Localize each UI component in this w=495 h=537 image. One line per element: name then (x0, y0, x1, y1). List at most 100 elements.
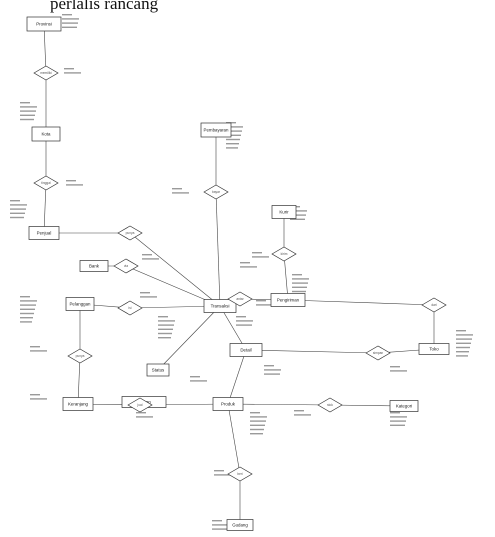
relationship-line (215, 191, 221, 307)
entity-box (62, 397, 94, 411)
attribute-text (250, 420, 266, 422)
attribute-text (264, 369, 281, 371)
relation-label: punya (126, 231, 135, 235)
relationship-line (219, 305, 247, 351)
attribute-text (390, 370, 407, 372)
attribute-text (172, 192, 189, 194)
entity-label: Kurir (279, 210, 289, 215)
entity-label: Toko (429, 347, 439, 352)
attribute-text (226, 134, 241, 136)
relation-diamond (365, 345, 391, 361)
relation-diamond (203, 184, 229, 200)
relation-diamond (127, 397, 153, 413)
relation-diamond (421, 297, 447, 313)
attribute-text (456, 338, 472, 340)
entity-kategori: Kategori (389, 400, 419, 412)
entity-box (270, 293, 306, 307)
entity-box (79, 260, 109, 272)
entity-produk: Produk (212, 397, 244, 411)
attribute-text (456, 330, 466, 332)
attribute-text (290, 210, 307, 212)
attribute-text (240, 262, 250, 264)
attribute-text (172, 188, 182, 190)
relation-isi: isi (117, 300, 143, 316)
relation-label: punya (76, 354, 85, 358)
entity-box (389, 400, 419, 412)
relationship-line (43, 23, 47, 74)
relation-diamond (117, 225, 143, 241)
relation-diamond (117, 300, 143, 316)
attribute-text (214, 470, 224, 472)
attribute-text (290, 218, 305, 220)
attribute-text (62, 14, 72, 16)
attribute-text (236, 320, 253, 322)
attribute-text (20, 114, 35, 116)
attribute-text (226, 126, 243, 128)
attribute-text (252, 252, 262, 254)
attribute-text (10, 200, 20, 202)
attribute-text (64, 68, 74, 70)
attribute-text (236, 316, 246, 318)
relationship-line (227, 403, 241, 475)
relation-kirim: kirim (271, 246, 297, 262)
attribute-text (226, 138, 240, 141)
attribute-text (292, 286, 307, 288)
attribute-text (226, 143, 239, 145)
attribute-text (456, 346, 470, 349)
attribute-text (456, 334, 473, 336)
relationship-line (77, 355, 81, 405)
attribute-text (20, 304, 36, 306)
attribute-text (456, 355, 468, 357)
attribute-text (264, 365, 274, 367)
attribute-text (20, 300, 37, 302)
attribute-text (294, 410, 304, 412)
attribute-text (158, 316, 168, 318)
attribute-text (190, 376, 200, 378)
entity-box (203, 299, 237, 313)
attribute-text (20, 317, 33, 319)
attribute-text (62, 18, 79, 20)
entity-label: Detail (240, 348, 251, 353)
attribute-text (250, 428, 264, 431)
relation-via: via (113, 258, 139, 274)
relation-label: tinggal (41, 181, 51, 185)
entity-label: Produk (221, 402, 236, 407)
relation-label: isi (128, 306, 131, 310)
entity-label: Bank (89, 264, 100, 269)
entity-keranjang: Keranjang (62, 397, 94, 411)
attribute-text (252, 256, 269, 258)
attribute-text (158, 332, 172, 335)
relation-label: antar (236, 297, 244, 301)
attribute-text (142, 258, 159, 260)
entity-label: Kategori (396, 404, 412, 409)
attribute-text (158, 320, 175, 322)
relation-label: via (124, 264, 128, 268)
attribute-text (226, 130, 242, 132)
entity-box (65, 297, 95, 311)
attribute-text (20, 296, 30, 298)
attribute-text (290, 214, 306, 216)
relation-tinggal: tinggal (33, 175, 59, 191)
relationship-line (227, 403, 331, 406)
entity-box (26, 16, 62, 32)
attribute-text (212, 524, 229, 526)
relation-dari: dari (421, 297, 447, 313)
entity-pembayaran: Pembayaran (200, 122, 232, 138)
attribute-text (140, 292, 150, 294)
relationship-line (43, 182, 47, 234)
attribute-text (236, 324, 252, 326)
entity-box (271, 205, 297, 219)
entity-label: Status (152, 368, 165, 373)
attribute-text (226, 147, 238, 149)
entity-label: Penjual (37, 231, 52, 236)
attribute-text (10, 204, 27, 206)
attribute-text (62, 26, 77, 28)
entity-box (226, 519, 254, 531)
entity-pelanggan: Pelanggan (65, 297, 95, 311)
entity-box (200, 122, 232, 138)
relation-punya: punya (67, 348, 93, 364)
relation-diamond (67, 348, 93, 364)
attribute-text (292, 290, 306, 293)
attribute-text (158, 324, 174, 326)
